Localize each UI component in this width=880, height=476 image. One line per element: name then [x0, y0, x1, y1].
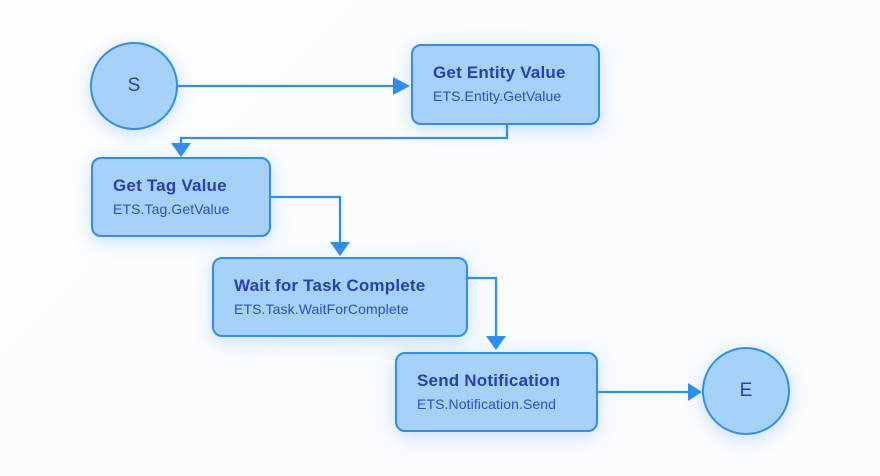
node-subtitle: ETS.Tag.GetValue — [113, 200, 230, 217]
end-node-label: E — [739, 380, 753, 401]
arrowhead-get-tag-value — [171, 143, 191, 157]
end-node[interactable]: E — [702, 347, 790, 435]
edge-wait-for-task-complete-to-send-notification — [468, 276, 498, 337]
arrowhead-end — [688, 383, 702, 401]
edge-get-entity-value-to-get-tag-value — [179, 125, 509, 144]
node-subtitle: ETS.Task.WaitForComplete — [234, 300, 409, 317]
node-subtitle: ETS.Notification.Send — [417, 395, 557, 412]
node-title: Wait for Task Complete — [234, 275, 426, 295]
node-title: Get Tag Value — [113, 175, 227, 195]
start-node-label: S — [127, 75, 141, 96]
node-subtitle: ETS.Entity.GetValue — [433, 88, 562, 105]
node-get-entity-value[interactable]: Get Entity Value ETS.Entity.GetValue — [411, 44, 600, 125]
start-node[interactable]: S — [90, 42, 178, 130]
arrowhead-get-entity-value — [393, 77, 410, 95]
arrowhead-send-notification — [486, 336, 506, 350]
node-title: Get Entity Value — [433, 63, 566, 83]
node-get-tag-value[interactable]: Get Tag Value ETS.Tag.GetValue — [91, 157, 271, 237]
node-title: Send Notification — [417, 370, 561, 390]
edge-get-tag-value-to-wait-for-task-complete — [271, 195, 342, 243]
node-send-notification[interactable]: Send Notification ETS.Notification.Send — [395, 352, 598, 432]
arrowhead-wait-for-task-complete — [330, 242, 350, 256]
node-wait-for-task-complete[interactable]: Wait for Task Complete ETS.Task.WaitForC… — [212, 257, 468, 337]
